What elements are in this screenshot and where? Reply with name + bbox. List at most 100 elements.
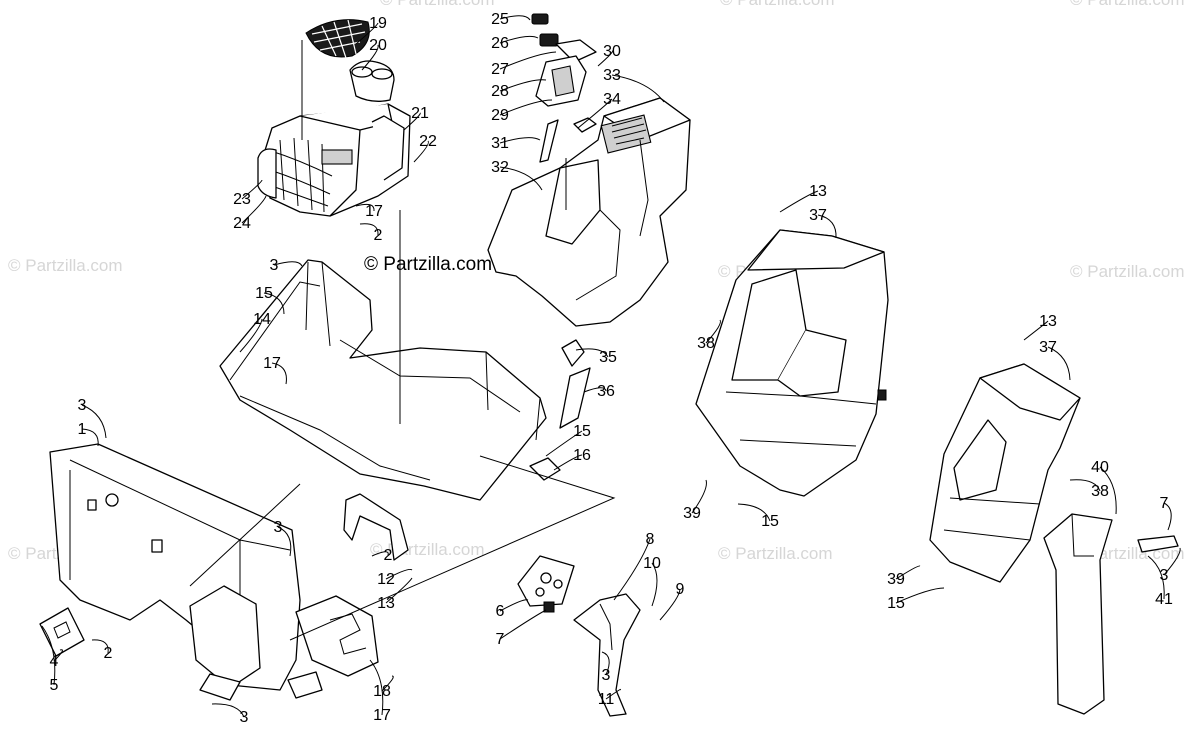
callout-leader — [499, 599, 529, 612]
callout-38: 38 — [697, 335, 715, 352]
callout-13: 13 — [377, 595, 395, 612]
callout-17: 17 — [365, 203, 383, 220]
callout-39: 39 — [683, 505, 701, 522]
callout-21: 21 — [411, 105, 429, 122]
callout-leader — [545, 430, 583, 457]
callout-2: 2 — [104, 645, 113, 662]
callout-3: 3 — [602, 667, 611, 684]
part-fender-37-right — [929, 363, 1081, 583]
callout-leader — [239, 318, 263, 353]
callout-leader — [499, 35, 539, 44]
callout-35: 35 — [599, 349, 617, 366]
callout-leader — [263, 292, 285, 315]
callout-15: 15 — [887, 595, 905, 612]
callout-leader — [705, 319, 721, 344]
callout-2: 2 — [374, 227, 383, 244]
callout-leader — [499, 79, 547, 92]
callout-leader — [575, 348, 609, 358]
part-side-strip-40 — [1043, 513, 1179, 715]
part-strap-31 — [539, 119, 559, 163]
part-floor-tray-14 — [219, 259, 547, 501]
callout-leader — [613, 538, 651, 601]
callout-15: 15 — [761, 513, 779, 530]
callout-leader — [895, 565, 921, 580]
part-cupholder-20 — [349, 60, 395, 102]
callout-leader — [499, 99, 553, 116]
callout-2: 2 — [384, 547, 393, 564]
callout-leader — [499, 137, 541, 144]
callout-31: 31 — [491, 135, 509, 152]
callout-leader — [499, 166, 543, 191]
part-bracket-12 — [343, 493, 409, 561]
part-latch-25-29 — [531, 13, 597, 107]
callout-13: 13 — [809, 183, 827, 200]
callout-10: 10 — [643, 555, 661, 572]
callout-leader — [361, 44, 379, 71]
callout-3: 3 — [78, 397, 87, 414]
part-bracket-35 — [561, 339, 585, 367]
part-console-33 — [487, 97, 691, 327]
callout-leader — [597, 50, 613, 67]
callout-leader — [371, 551, 389, 557]
callout-leader — [1047, 346, 1071, 381]
part-strip-36 — [559, 367, 591, 429]
callout-leader — [241, 195, 267, 224]
callout-15: 15 — [573, 423, 591, 440]
callout-leader — [1099, 466, 1117, 515]
callout-leader — [1147, 555, 1165, 600]
callout-leader — [271, 362, 287, 385]
callout-27: 27 — [491, 61, 509, 78]
callout-41: 41 — [1155, 591, 1173, 608]
callout-labels: 1920212223241722526272829303334313231514… — [41, 11, 1181, 726]
watermark-center: © Partzilla.com — [364, 254, 493, 275]
callout-leader — [499, 609, 547, 640]
part-rear-panel-1 — [49, 443, 323, 701]
part-storage-box-21 — [257, 103, 411, 217]
callout-37: 37 — [1039, 339, 1057, 356]
callout-leader — [605, 688, 621, 700]
callout-24: 24 — [233, 215, 251, 232]
callout-leader — [385, 568, 413, 580]
callout-25: 25 — [491, 11, 509, 28]
callout-leader — [895, 587, 945, 604]
callout-23: 23 — [233, 191, 251, 208]
part-mount-plate-6 — [517, 555, 575, 613]
part-plate-4 — [39, 607, 85, 657]
callout-leader — [553, 454, 583, 471]
watermark-top-left: © Partzilla.com — [380, 0, 495, 10]
callout-14: 14 — [253, 311, 271, 328]
callout-leader — [355, 22, 379, 45]
callout-leader — [211, 703, 245, 718]
callout-3: 3 — [240, 709, 249, 726]
callout-16: 16 — [573, 447, 591, 464]
callout-37: 37 — [809, 207, 827, 224]
watermark-mid-left: © Partzilla.com — [8, 256, 123, 275]
callout-leader — [601, 651, 610, 676]
callout-8: 8 — [646, 531, 655, 548]
callout-leader — [611, 74, 665, 103]
callout-9: 9 — [676, 581, 685, 598]
callout-38: 38 — [1091, 483, 1109, 500]
watermark-low-right-center: © Partzilla.com — [718, 544, 833, 563]
callout-39: 39 — [887, 571, 905, 588]
watermark-top-right: © Partzilla.com — [720, 0, 835, 10]
callout-15: 15 — [255, 285, 273, 302]
callout-leader — [691, 479, 707, 514]
callout-34: 34 — [603, 91, 621, 108]
watermark-top-far-right: © Partzilla.com — [1070, 0, 1185, 10]
callout-11: 11 — [598, 691, 615, 708]
callout-3: 3 — [274, 519, 283, 536]
callout-leader — [583, 387, 607, 393]
callout-leader — [385, 577, 413, 604]
callout-3: 3 — [270, 257, 279, 274]
callout-6: 6 — [496, 603, 505, 620]
callout-12: 12 — [377, 571, 395, 588]
callout-leader — [369, 659, 384, 716]
callout-leader — [81, 404, 107, 439]
callout-leader — [499, 51, 557, 70]
callout-leader — [359, 223, 379, 236]
callout-7: 7 — [1160, 495, 1169, 512]
callout-leader — [817, 214, 837, 239]
